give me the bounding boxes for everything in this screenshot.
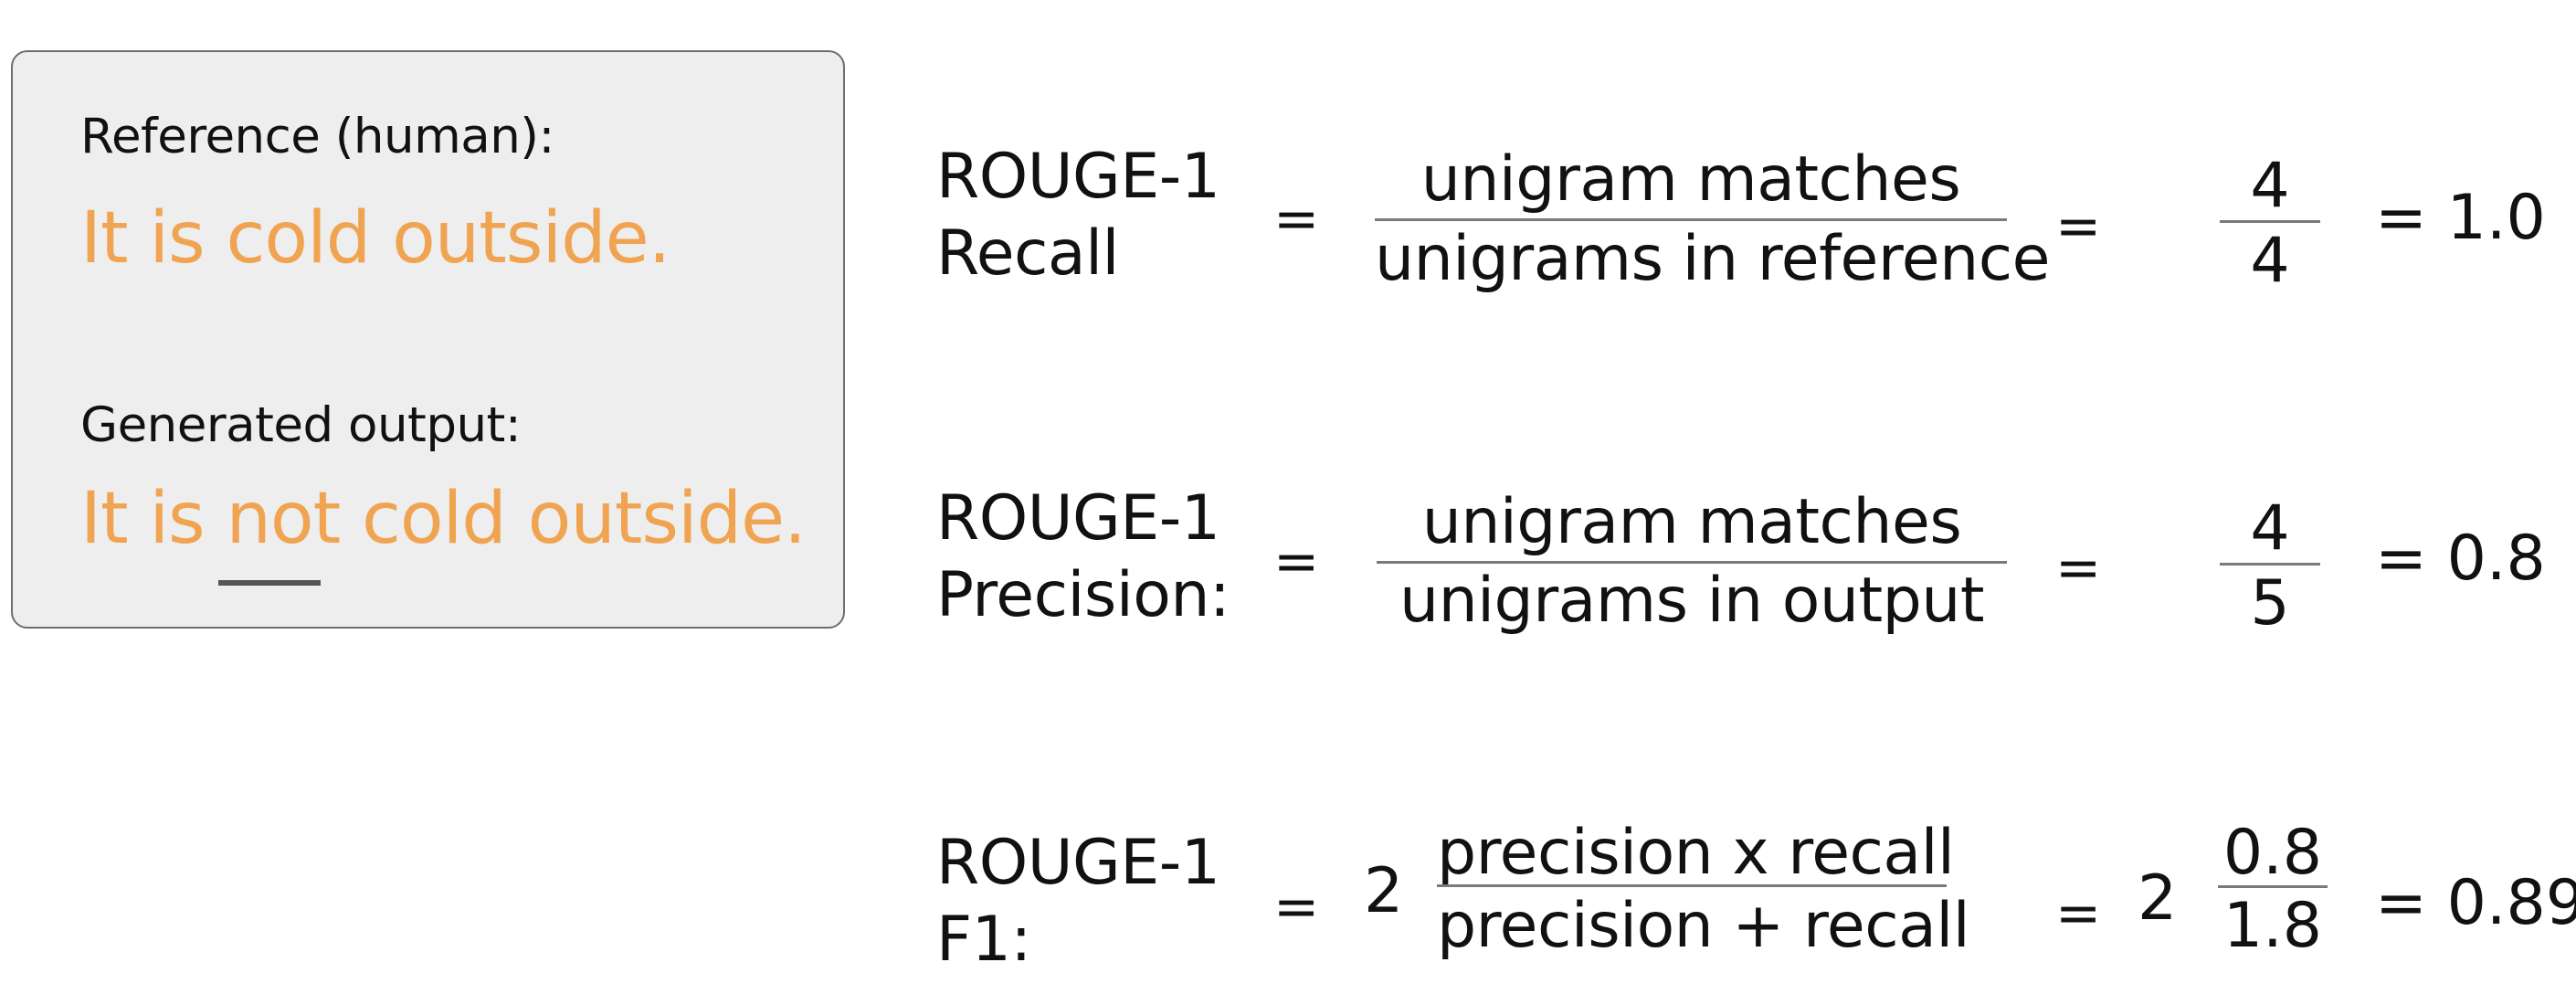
recall-name-line1: ROUGE-1 — [936, 141, 1220, 213]
f1-fraction-bar — [1437, 884, 1947, 887]
precision-denominator: unigrams in output — [1399, 565, 1985, 637]
f1-coefficient-1: 2 — [1364, 855, 1404, 927]
precision-name-line2: Precision: — [936, 559, 1230, 631]
f1-name-line1: ROUGE-1 — [936, 827, 1220, 899]
recall-metric-name: ROUGE-1 Recall — [936, 139, 1220, 292]
f1-metric-name: ROUGE-1 F1: — [936, 825, 1220, 978]
recall-fraction-bar — [1375, 218, 2007, 221]
generated-sentence: It is not cold outside. — [80, 478, 807, 560]
f1-value-denominator: 1.8 — [2222, 890, 2323, 962]
generated-label: Generated output: — [80, 397, 522, 453]
example-panel: Reference (human): It is cold outside. G… — [11, 50, 845, 629]
precision-equals-1: = — [1273, 530, 1320, 594]
f1-equals-2: = — [2055, 882, 2102, 946]
f1-equals-1: = — [1273, 875, 1320, 939]
recall-value-bar — [2220, 220, 2320, 223]
recall-value-numerator: 4 — [2250, 150, 2290, 222]
recall-equals-1: = — [1273, 187, 1320, 251]
f1-coefficient-2: 2 — [2138, 862, 2178, 935]
not-word-underline — [218, 580, 321, 586]
recall-value-denominator: 4 — [2250, 225, 2290, 297]
precision-fraction-bar — [1377, 561, 2007, 564]
precision-equals-2: = — [2055, 536, 2102, 600]
recall-denominator: unigrams in reference — [1375, 223, 2050, 295]
precision-value-denominator: 5 — [2250, 567, 2290, 640]
precision-metric-name: ROUGE-1 Precision: — [936, 481, 1230, 634]
precision-result: = 0.8 — [2375, 523, 2546, 595]
f1-value-numerator: 0.8 — [2222, 817, 2323, 889]
recall-result: = 1.0 — [2375, 182, 2546, 254]
recall-equals-2: = — [2055, 195, 2102, 259]
f1-result: = 0.89 — [2375, 867, 2576, 939]
precision-value-bar — [2220, 563, 2320, 566]
f1-name-line2: F1: — [936, 904, 1031, 976]
f1-numerator: precision x recall — [1437, 817, 1955, 889]
recall-name-line2: Recall — [936, 217, 1119, 290]
reference-sentence: It is cold outside. — [80, 197, 670, 280]
precision-numerator: unigram matches — [1421, 486, 1962, 558]
recall-numerator: unigram matches — [1420, 143, 1961, 216]
f1-denominator: precision + recall — [1437, 890, 1970, 962]
precision-name-line1: ROUGE-1 — [936, 482, 1220, 555]
precision-value-numerator: 4 — [2250, 492, 2290, 565]
reference-label: Reference (human): — [80, 109, 554, 164]
f1-value-bar — [2218, 885, 2328, 888]
